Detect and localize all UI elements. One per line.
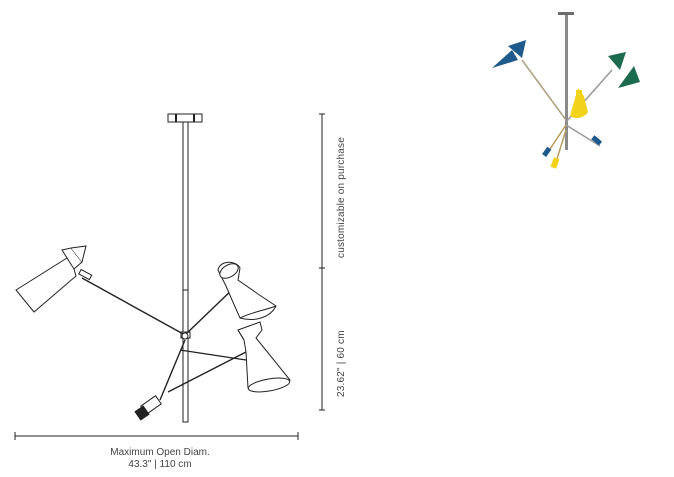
color-product-thumbnail	[492, 12, 640, 169]
arm-upper-right-shade	[185, 261, 277, 335]
height-label-customizable: customizable on purchase	[336, 137, 347, 258]
arm-lower-right-shade	[167, 321, 291, 393]
diameter-caption: Maximum Open Diam. 43.3" | 110 cm	[60, 447, 260, 471]
lamp-stem	[182, 121, 189, 423]
diameter-title: Maximum Open Diam.	[110, 447, 210, 458]
arm-left-shade	[15, 245, 186, 336]
dimension-lines	[14, 113, 325, 440]
drop-height-label: 23.62" | 60 cm	[336, 330, 347, 397]
blue-shade	[492, 50, 518, 68]
yellow-shade	[570, 88, 588, 119]
counterweight	[134, 339, 186, 421]
green-shade	[618, 66, 640, 88]
diameter-value: 43.3" | 110 cm	[128, 459, 192, 470]
line-drawing-lamp	[15, 113, 291, 423]
ceiling-canopy	[167, 113, 203, 123]
